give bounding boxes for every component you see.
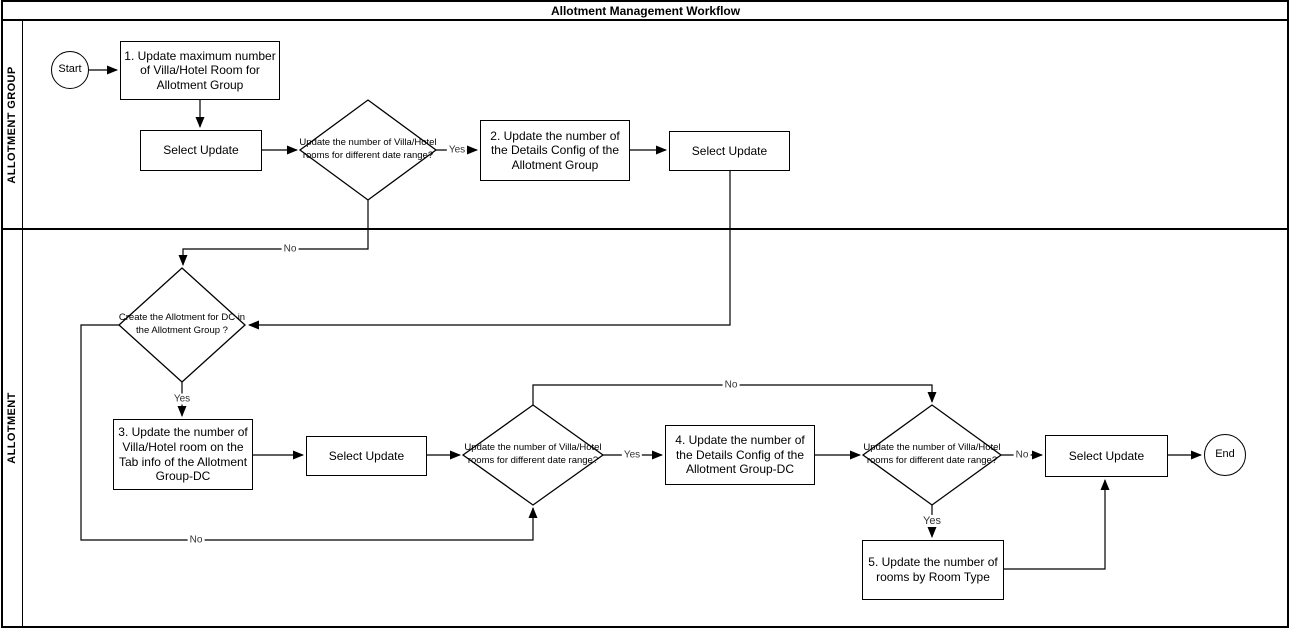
- start-node[interactable]: Start: [51, 51, 89, 89]
- select-update-1-box[interactable]: Select Update: [140, 130, 262, 171]
- select-update-2-box[interactable]: Select Update: [669, 131, 790, 171]
- lane-label-column-divider: [22, 21, 23, 626]
- lane-allotment: ALLOTMENT: [2, 229, 22, 626]
- lane-allotment-group: ALLOTMENT GROUP: [2, 21, 22, 228]
- step2-box[interactable]: 2. Update the number of the Details Conf…: [480, 120, 630, 181]
- end-node[interactable]: End: [1204, 434, 1246, 476]
- step5-box[interactable]: 5. Update the number of rooms by Room Ty…: [862, 540, 1004, 600]
- edge-label-yes-3: Yes: [621, 449, 643, 461]
- step1-box[interactable]: 1. Update maximum number of Villa/Hotel …: [120, 41, 280, 100]
- decision-date-range-3-shape[interactable]: [861, 404, 1003, 506]
- select-update-3-box[interactable]: Select Update: [306, 436, 427, 476]
- edge-label-no-4: No: [1013, 449, 1031, 461]
- edge-decision1-no-to-decision2: [178, 200, 369, 266]
- edge-label-no-1: No: [281, 243, 299, 255]
- decision-create-dc-shape[interactable]: [118, 267, 246, 383]
- diagram-title: Allotment Management Workflow: [3, 2, 1288, 21]
- select-update-4-box[interactable]: Select Update: [1045, 435, 1168, 477]
- lane-allotment-label: ALLOTMENT: [6, 391, 18, 464]
- lane-divider: [3, 228, 1287, 230]
- lane-allotment-group-label: ALLOTMENT GROUP: [6, 65, 18, 184]
- decision-date-range-2-shape[interactable]: [461, 404, 605, 506]
- decision-date-range-1-shape[interactable]: [298, 99, 438, 201]
- edge-step5-to-select4: [1004, 479, 1110, 570]
- edge-select2-to-decision2: [248, 171, 731, 330]
- edge-label-yes-4: Yes: [921, 514, 943, 528]
- edge-decision2-no-to-decision3: [80, 324, 538, 541]
- edge-label-no-2: No: [187, 534, 205, 546]
- edge-label-yes-2: Yes: [171, 393, 193, 405]
- edge-label-yes-1: Yes: [446, 144, 468, 156]
- edge-label-no-3: No: [722, 379, 740, 391]
- step4-box[interactable]: 4. Update the number of the Details Conf…: [665, 425, 815, 485]
- step3-box[interactable]: 3. Update the number of Villa/Hotel room…: [113, 419, 253, 490]
